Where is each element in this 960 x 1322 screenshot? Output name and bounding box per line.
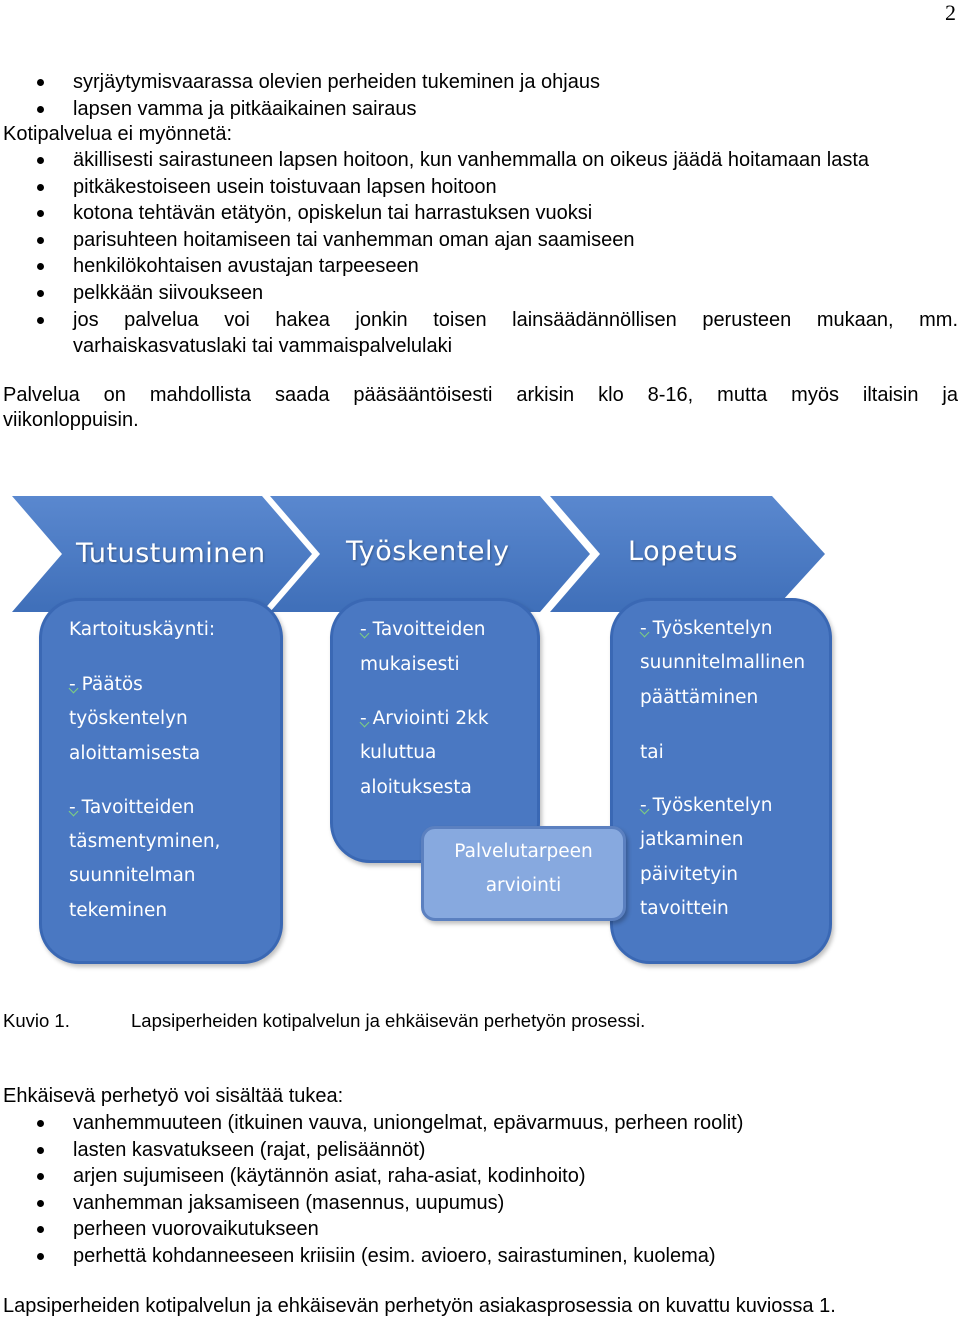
list-item: pelkkään siivoukseen	[0, 280, 958, 307]
box-line: Työskentelyn	[652, 795, 773, 816]
step-box-2: - Tavoitteiden mukaisesti - Arviointi 2k…	[330, 598, 540, 863]
box-line: Päätös	[81, 674, 143, 695]
list-item: syrjäytymisvaarassa olevien perheiden tu…	[0, 69, 958, 96]
check-icon: -	[360, 619, 367, 640]
box-line: mukaisesti	[360, 654, 460, 675]
list-item: arjen sujumiseen (käytännön asiat, raha-…	[0, 1163, 958, 1190]
box-line: aloituksesta	[360, 777, 472, 798]
check-icon: -	[69, 674, 76, 695]
process-arrows	[12, 496, 825, 612]
check-icon: -	[640, 795, 647, 816]
list-item: vanhemmuuteen (itkuinen vauva, uniongelm…	[0, 1110, 958, 1137]
box-line: päivitetyin	[640, 864, 739, 885]
list-item: lapsen vamma ja pitkäaikainen sairaus	[0, 96, 958, 123]
box-line: aloittamisesta	[69, 743, 201, 764]
check-icon: -	[69, 797, 76, 818]
step-box-3: - Työskentelyn suunnitelmallinen päättäm…	[610, 598, 832, 964]
list-item: äkillisesti sairastuneen lapsen hoitoon,…	[0, 147, 958, 174]
list-item: kotona tehtävän etätyön, opiskelun tai h…	[0, 200, 958, 227]
box-line: tavoittein	[640, 898, 729, 919]
arrow-step-1	[12, 496, 312, 612]
list-item: lasten kasvatukseen (rajat, pelisäännöt)	[0, 1137, 958, 1164]
box-line: tai	[640, 742, 664, 763]
box-line: Kartoituskäynti:	[69, 619, 216, 640]
box-line: jatkaminen	[640, 829, 744, 850]
box-line: suunnitelmallinen	[640, 652, 806, 673]
list-item: perheen vuorovaikutukseen	[0, 1216, 958, 1243]
list-item: parisuhteen hoitamiseen tai vanhemman om…	[0, 227, 958, 254]
arrow-step-2	[270, 496, 590, 612]
list-item-continuation: varhaiskasvatuslaki tai vammaispalvelula…	[73, 335, 453, 358]
assessment-line: arviointi	[485, 875, 562, 896]
assessment-box: Palvelutarpeen arviointi	[421, 826, 626, 921]
assessment-line: Palvelutarpeen	[454, 841, 593, 862]
step-title-3: Lopetus	[628, 536, 739, 567]
prevention-list: vanhemmuuteen (itkuinen vauva, uniongelm…	[0, 1110, 958, 1270]
box-line: täsmentyminen,	[69, 831, 221, 852]
box-line: Työskentelyn	[652, 618, 773, 639]
arrow-step-3	[550, 496, 825, 612]
step-title-1: Tutustuminen	[76, 538, 266, 569]
prevention-heading: Ehkäisevä perhetyö voi sisältää tukea:	[3, 1085, 344, 1107]
step-box-1: Kartoituskäynti: - Päätös työskentelyn a…	[39, 598, 283, 964]
list-item: jos palvelua voi hakea jonkin toisen lai…	[0, 307, 958, 334]
process-diagram: Tutustuminen Työskentely Lopetus Kartoit…	[0, 488, 960, 968]
list-item: pitkäkestoiseen usein toistuvaan lapsen …	[0, 174, 958, 201]
service-time-line2: viikonloppuisin.	[3, 409, 139, 431]
page-number: 2	[945, 0, 956, 25]
list-item: vanhemman jaksamiseen (masennus, uupumus…	[0, 1190, 958, 1217]
box-line: Arviointi 2kk	[372, 708, 489, 729]
box-line: Tavoitteiden	[372, 619, 486, 640]
box-line: työskentelyn	[69, 708, 188, 729]
not-granted-heading: Kotipalvelua ei myönnetä:	[3, 123, 233, 145]
box-line: suunnitelman	[69, 865, 196, 886]
step-title-2: Työskentely	[346, 536, 510, 567]
not-granted-list: äkillisesti sairastuneen lapsen hoitoon,…	[0, 147, 958, 360]
closing-sentence: Lapsiperheiden kotipalvelun ja ehkäisevä…	[3, 1295, 836, 1317]
box-line: päättäminen	[640, 687, 759, 708]
list-item: henkilökohtaisen avustajan tarpeeseen	[0, 253, 958, 280]
check-icon: -	[360, 708, 367, 729]
box-line: kuluttua	[360, 742, 437, 763]
figure-caption-text: Lapsiperheiden kotipalvelun ja ehkäisevä…	[131, 1010, 646, 1031]
check-icon: -	[640, 618, 647, 639]
figure-caption-label: Kuvio 1.	[3, 1010, 70, 1031]
box-line: tekeminen	[69, 900, 168, 921]
service-time-line1: Palvelua on mahdollista saada pääsääntöi…	[3, 384, 958, 406]
box-line: Tavoitteiden	[81, 797, 195, 818]
list-item: perhettä kohdanneeseen kriisiin (esim. a…	[0, 1243, 958, 1270]
top-bullet-list: syrjäytymisvaarassa olevien perheiden tu…	[0, 69, 958, 122]
